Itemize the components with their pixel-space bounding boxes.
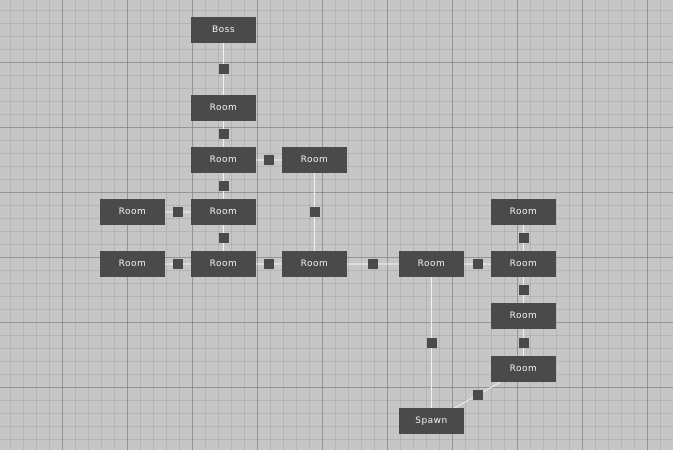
node-room-5[interactable]: Room	[191, 199, 256, 225]
node-room-13[interactable]: Room	[491, 356, 556, 382]
edge-connector-r1-r2[interactable]	[218, 129, 229, 139]
edge-connector-r6-r7[interactable]	[173, 259, 183, 269]
edge-connector-r7-r8[interactable]	[264, 259, 274, 269]
node-room-3[interactable]: Room	[282, 147, 347, 173]
edge-connector-r10-r12[interactable]	[518, 285, 529, 295]
node-room-4[interactable]: Room	[100, 199, 165, 225]
node-room-7[interactable]: Room	[191, 251, 256, 277]
node-room-9[interactable]: Room	[399, 251, 464, 277]
edge-connector-r2-r5[interactable]	[218, 181, 229, 191]
edge-connector-r11-r10[interactable]	[518, 233, 529, 243]
edge-connector-r8-r9[interactable]	[368, 259, 378, 269]
node-spawn[interactable]: Spawn	[399, 408, 464, 434]
edge-connector-r13-spawn[interactable]	[472, 390, 483, 400]
node-room-8[interactable]: Room	[282, 251, 347, 277]
node-room-10[interactable]: Room	[491, 251, 556, 277]
node-room-2[interactable]: Room	[191, 147, 256, 173]
edge-connector-boss-r1[interactable]	[218, 64, 229, 74]
edge-connector-r9-spawn[interactable]	[426, 337, 437, 348]
edge-connector-r4-r5[interactable]	[173, 207, 183, 217]
node-boss[interactable]: Boss	[191, 17, 256, 43]
node-room-11[interactable]: Room	[491, 199, 556, 225]
node-room-6[interactable]: Room	[100, 251, 165, 277]
node-room-1[interactable]: Room	[191, 95, 256, 121]
edge-connector-r12-r13[interactable]	[518, 337, 529, 348]
edge-connector-r2-r3[interactable]	[264, 155, 274, 165]
node-room-12[interactable]: Room	[491, 303, 556, 329]
edge-connector-r9-r10[interactable]	[472, 259, 483, 269]
edge-connector-r5-r7[interactable]	[218, 233, 229, 243]
edge-connector-r3-r8[interactable]	[309, 207, 320, 217]
